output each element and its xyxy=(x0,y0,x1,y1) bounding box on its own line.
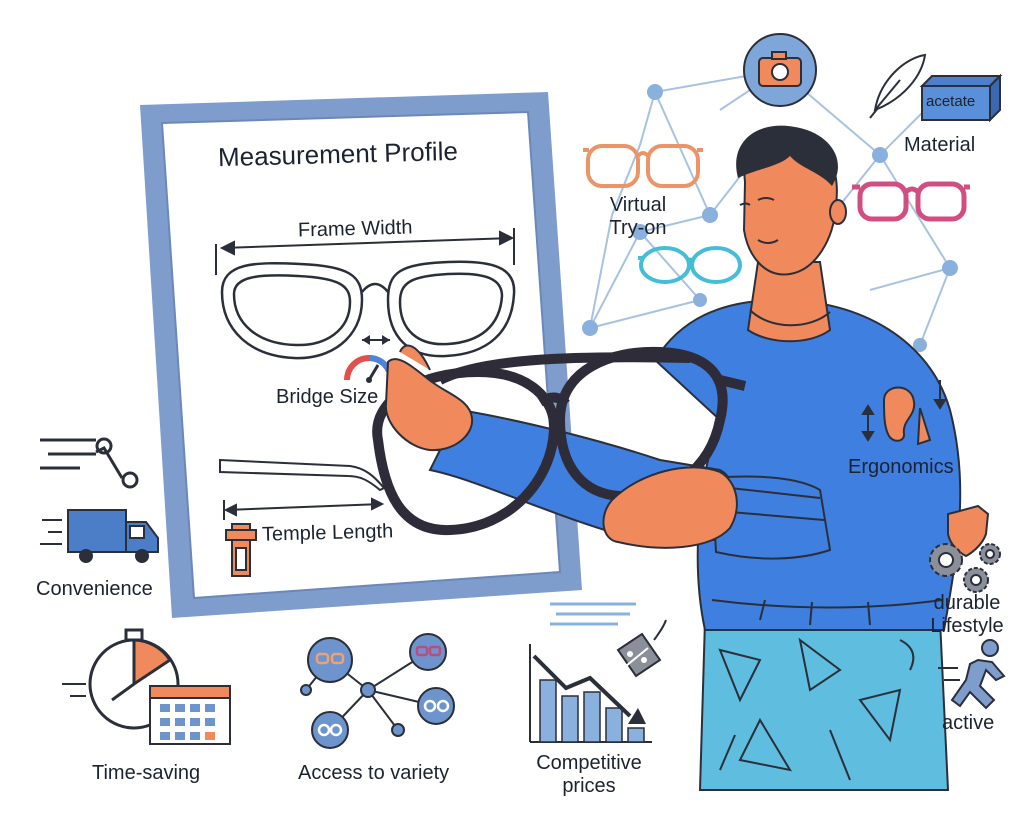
shorts xyxy=(698,619,950,791)
pink-glasses-icon xyxy=(852,181,970,222)
virtual-try-on-label: Virtual Try-on xyxy=(598,194,678,240)
time-saving-label: Time-saving xyxy=(92,762,201,784)
gears-icon xyxy=(929,543,1001,593)
material-label: Material xyxy=(904,134,976,156)
temple-arm xyxy=(219,458,386,492)
virtual-try-on-line-2: Try-on xyxy=(609,217,667,239)
camera-icon xyxy=(743,33,817,107)
acetate-label: acetate xyxy=(926,93,976,110)
measurement-board xyxy=(140,92,582,618)
acetate-block-icon xyxy=(919,73,1003,123)
bridge-size-label: Bridge Size xyxy=(276,386,379,408)
durable-lifestyle-label: durable Lifestyle xyxy=(922,592,1012,638)
ergonomics-label: Ergonomics xyxy=(848,456,954,478)
delivery-truck-icon xyxy=(40,509,159,563)
teal-glasses-icon xyxy=(638,246,742,284)
price-chart-icon xyxy=(529,602,652,743)
variety-network-icon xyxy=(300,633,455,749)
frame-width-arrow xyxy=(215,228,515,275)
convenience-label: Convenience xyxy=(36,578,153,600)
virtual-try-on-line-1: Virtual xyxy=(609,194,667,216)
ear-nose-icon xyxy=(861,380,947,446)
competitive-line: Competitive xyxy=(536,752,642,774)
connection-network xyxy=(589,69,951,381)
shield-icon xyxy=(947,504,990,558)
head xyxy=(736,125,847,276)
active-label: active xyxy=(942,712,995,734)
network-nodes xyxy=(582,84,958,352)
price-tag-icon xyxy=(616,619,667,678)
temple-length-label: Temple Length xyxy=(261,520,394,546)
outline-glasses-icon xyxy=(220,260,516,360)
hands xyxy=(384,344,738,549)
speed-lines-icon xyxy=(40,437,139,489)
runner-icon xyxy=(938,639,1006,710)
orange-glasses-icon xyxy=(583,144,703,188)
feather-icon xyxy=(869,53,927,119)
prices-line: prices xyxy=(562,775,616,797)
calendar-icon xyxy=(149,685,231,745)
measurement-profile-title: Measurement Profile xyxy=(217,135,459,173)
temple-length-arrow xyxy=(223,497,385,520)
lifestyle-line: Lifestyle xyxy=(930,615,1004,637)
access-to-variety-label: Access to variety xyxy=(298,762,450,784)
caliper-icon xyxy=(225,523,257,577)
frame-width-label: Frame Width xyxy=(297,216,413,242)
competitive-prices-label: Competitive prices xyxy=(524,752,654,798)
durable-line: durable xyxy=(933,592,1001,614)
neck xyxy=(746,261,832,343)
